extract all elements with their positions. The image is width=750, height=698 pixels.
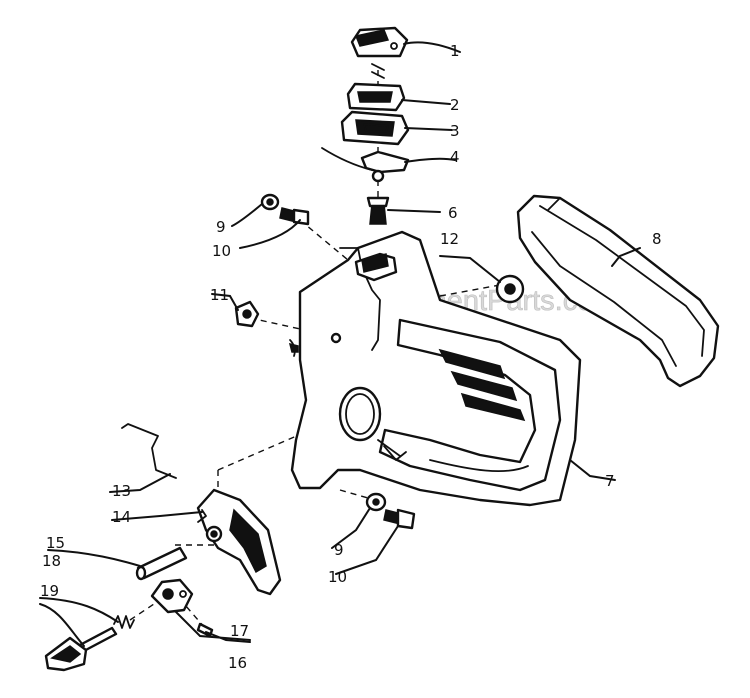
part-1-mark	[371, 63, 385, 79]
part-3-gasket	[340, 110, 410, 146]
part-11-nut	[234, 300, 260, 328]
callout-9-bottom: 9	[334, 541, 344, 559]
part-7-handle-housing	[288, 230, 582, 507]
part-4-lever	[321, 147, 410, 183]
callout-14: 14	[112, 508, 131, 526]
callout-9-top: 9	[216, 218, 226, 236]
part-16-lock-block	[150, 578, 194, 614]
callout-6: 6	[448, 204, 458, 222]
callout-10-bottom: 10	[328, 568, 347, 586]
part-9-washer-bottom	[365, 492, 387, 512]
part-13-spring-rod	[121, 423, 177, 479]
part-14-trigger	[196, 488, 282, 596]
callout-16: 16	[228, 654, 247, 672]
callout-11: 11	[210, 286, 229, 304]
callout-7: 7	[605, 472, 615, 490]
callout-4: 4	[450, 148, 460, 166]
callout-8: 8	[652, 230, 662, 248]
part-12-grommet	[495, 274, 525, 304]
callout-13: 13	[112, 482, 131, 500]
part-6-screw	[366, 196, 390, 225]
callout-1: 1	[450, 42, 460, 60]
callout-2: 2	[450, 96, 460, 114]
callout-19: 19	[40, 582, 59, 600]
part-1-cap	[350, 26, 409, 58]
callout-18: 18	[42, 552, 61, 570]
callout-12: 12	[440, 230, 459, 248]
callout-10-top: 10	[212, 242, 231, 260]
part-8-rubber-grip	[516, 194, 720, 388]
callout-15: 15	[46, 534, 65, 552]
callout-3: 3	[450, 122, 460, 140]
part-10-bolt-top	[279, 207, 310, 226]
part-9-washer-top	[260, 193, 280, 211]
callout-numbers: 1 2 3 4 6 7 8 9 10 11 12 13 14 15 16 17 …	[40, 42, 662, 672]
part-2-plate	[346, 82, 406, 112]
part-19-throttle-lock	[44, 626, 118, 672]
callout-17: 17	[230, 622, 249, 640]
part-15-pin	[135, 546, 188, 581]
part-18-spring	[113, 615, 135, 629]
leader-lines	[39, 41, 641, 647]
part-10-bolt-bottom	[383, 508, 416, 530]
